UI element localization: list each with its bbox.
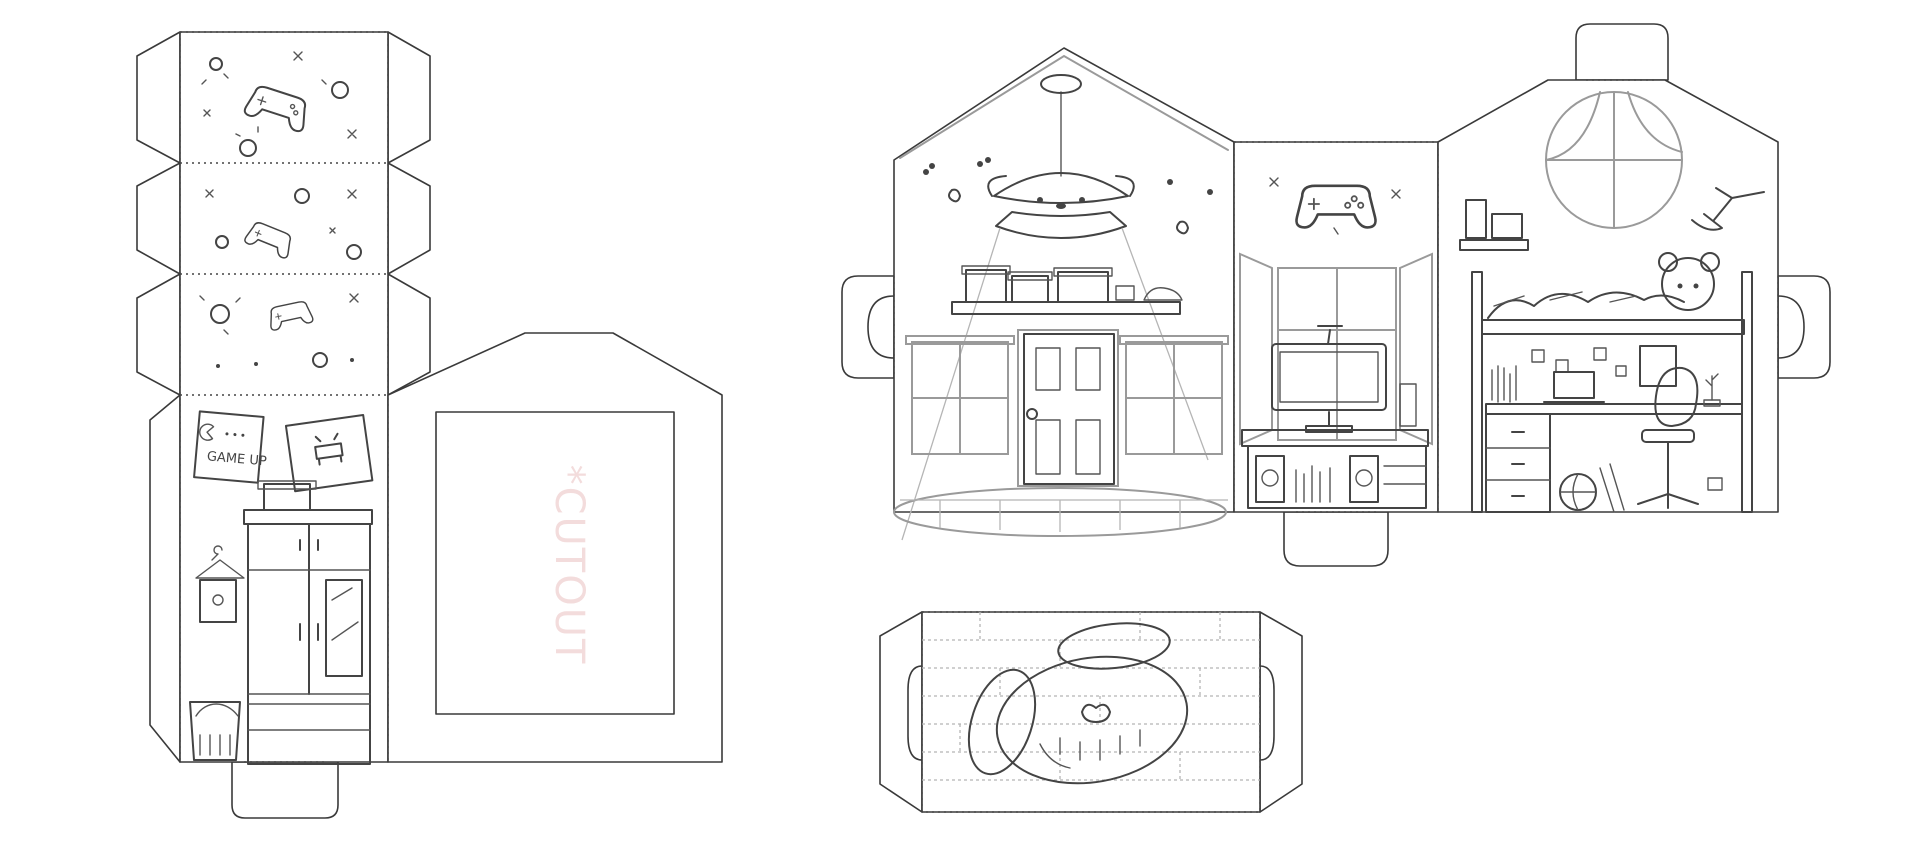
cactus-icon [1705,373,1719,401]
books [1491,365,1517,403]
right-net [841,23,1831,567]
doodles-panel-3 [199,293,359,368]
speaker [1255,455,1285,503]
ceiling-mount [1040,74,1082,94]
entry-room-drawing [893,54,1229,541]
floor-flap-left [879,611,923,813]
gamepad-icon [270,301,314,331]
space-invader-poster [284,414,374,493]
window-left [905,335,1015,455]
flap-mid2-left [136,273,181,396]
window-right [1119,335,1229,455]
window-cutout [435,411,675,715]
sparkle-icon [1269,177,1401,235]
flap-top-left [136,31,181,164]
laptop [1553,371,1595,399]
floor-flap-right [1259,611,1303,813]
speaker [1349,455,1379,503]
house-wall-with-window [387,332,723,763]
tv-stand [1241,429,1429,509]
drawers [1485,413,1551,513]
toy-car-icon [1143,287,1183,301]
window-cutout-label: *CUTOUT [546,465,592,666]
hanging-shirt [195,545,245,623]
loft-bed [1471,252,1753,513]
teddy-bear [1658,252,1720,311]
floor-net [879,611,1303,813]
sparkle-circle-icon [239,139,257,157]
poster-text: GAME UP [206,449,267,469]
front-door [1017,329,1119,487]
desk-area [1485,345,1743,513]
left-net: *CUTOUT [136,31,723,819]
pacman-icon [199,423,215,441]
gamepad-icon [243,85,307,133]
skateboard [1599,463,1625,513]
antenna [1317,325,1343,345]
sparkle-icon [199,293,359,335]
side-strip [179,31,389,763]
wardrobe-wall-drawing: GAME UP [189,410,374,765]
flap-bottom-left [149,394,181,763]
tab-top [1575,23,1669,81]
bedroom-drawing [1459,91,1765,513]
rug [893,487,1227,537]
gamepad-icon [1295,184,1377,229]
flap-top-right [387,31,431,164]
office-chair [1637,366,1699,509]
laundry-basket [189,701,241,761]
small-shelf [1459,239,1529,251]
round-window [1545,91,1683,229]
sparkle-circle-icon [312,352,328,368]
doodles-panel-2 [205,188,362,260]
paw-print-icons [923,157,1213,235]
sparkle-icon [203,51,357,139]
flap-mid1-right [387,162,431,275]
radio [1491,213,1523,239]
sparkle-circle-icon [331,81,349,99]
tab-bottom-left-net [231,761,339,819]
handheld-console-icon [1465,199,1487,239]
doodles-panel-1 [201,51,357,157]
desk-lamp [1691,187,1765,231]
dog-lamp-shade [987,172,1135,239]
sparkle-icon [205,189,357,234]
tv-wall-drawing [1239,177,1433,509]
sparkle-circle-icon [210,304,230,324]
game-up-poster: GAME UP [193,410,267,484]
sparkle-circle-icon [209,57,223,71]
sparkle-circle-icon [294,188,310,204]
gamepad-icon [244,222,292,259]
flap-mid1-left [136,162,181,275]
house-wall-right [1437,79,1779,513]
paw-print-icon [1081,703,1111,723]
dog-bed [967,622,1189,785]
wall-outlet [1707,477,1723,491]
tab-bottom [1283,511,1389,567]
sparkle-circle-icon [346,244,362,260]
sparkle-circle-icon [215,235,229,249]
space-invader-icon [314,432,344,466]
house-wall-left [893,47,1235,513]
wardrobe-mirror [325,579,363,677]
flap-mid2-right [387,273,431,396]
